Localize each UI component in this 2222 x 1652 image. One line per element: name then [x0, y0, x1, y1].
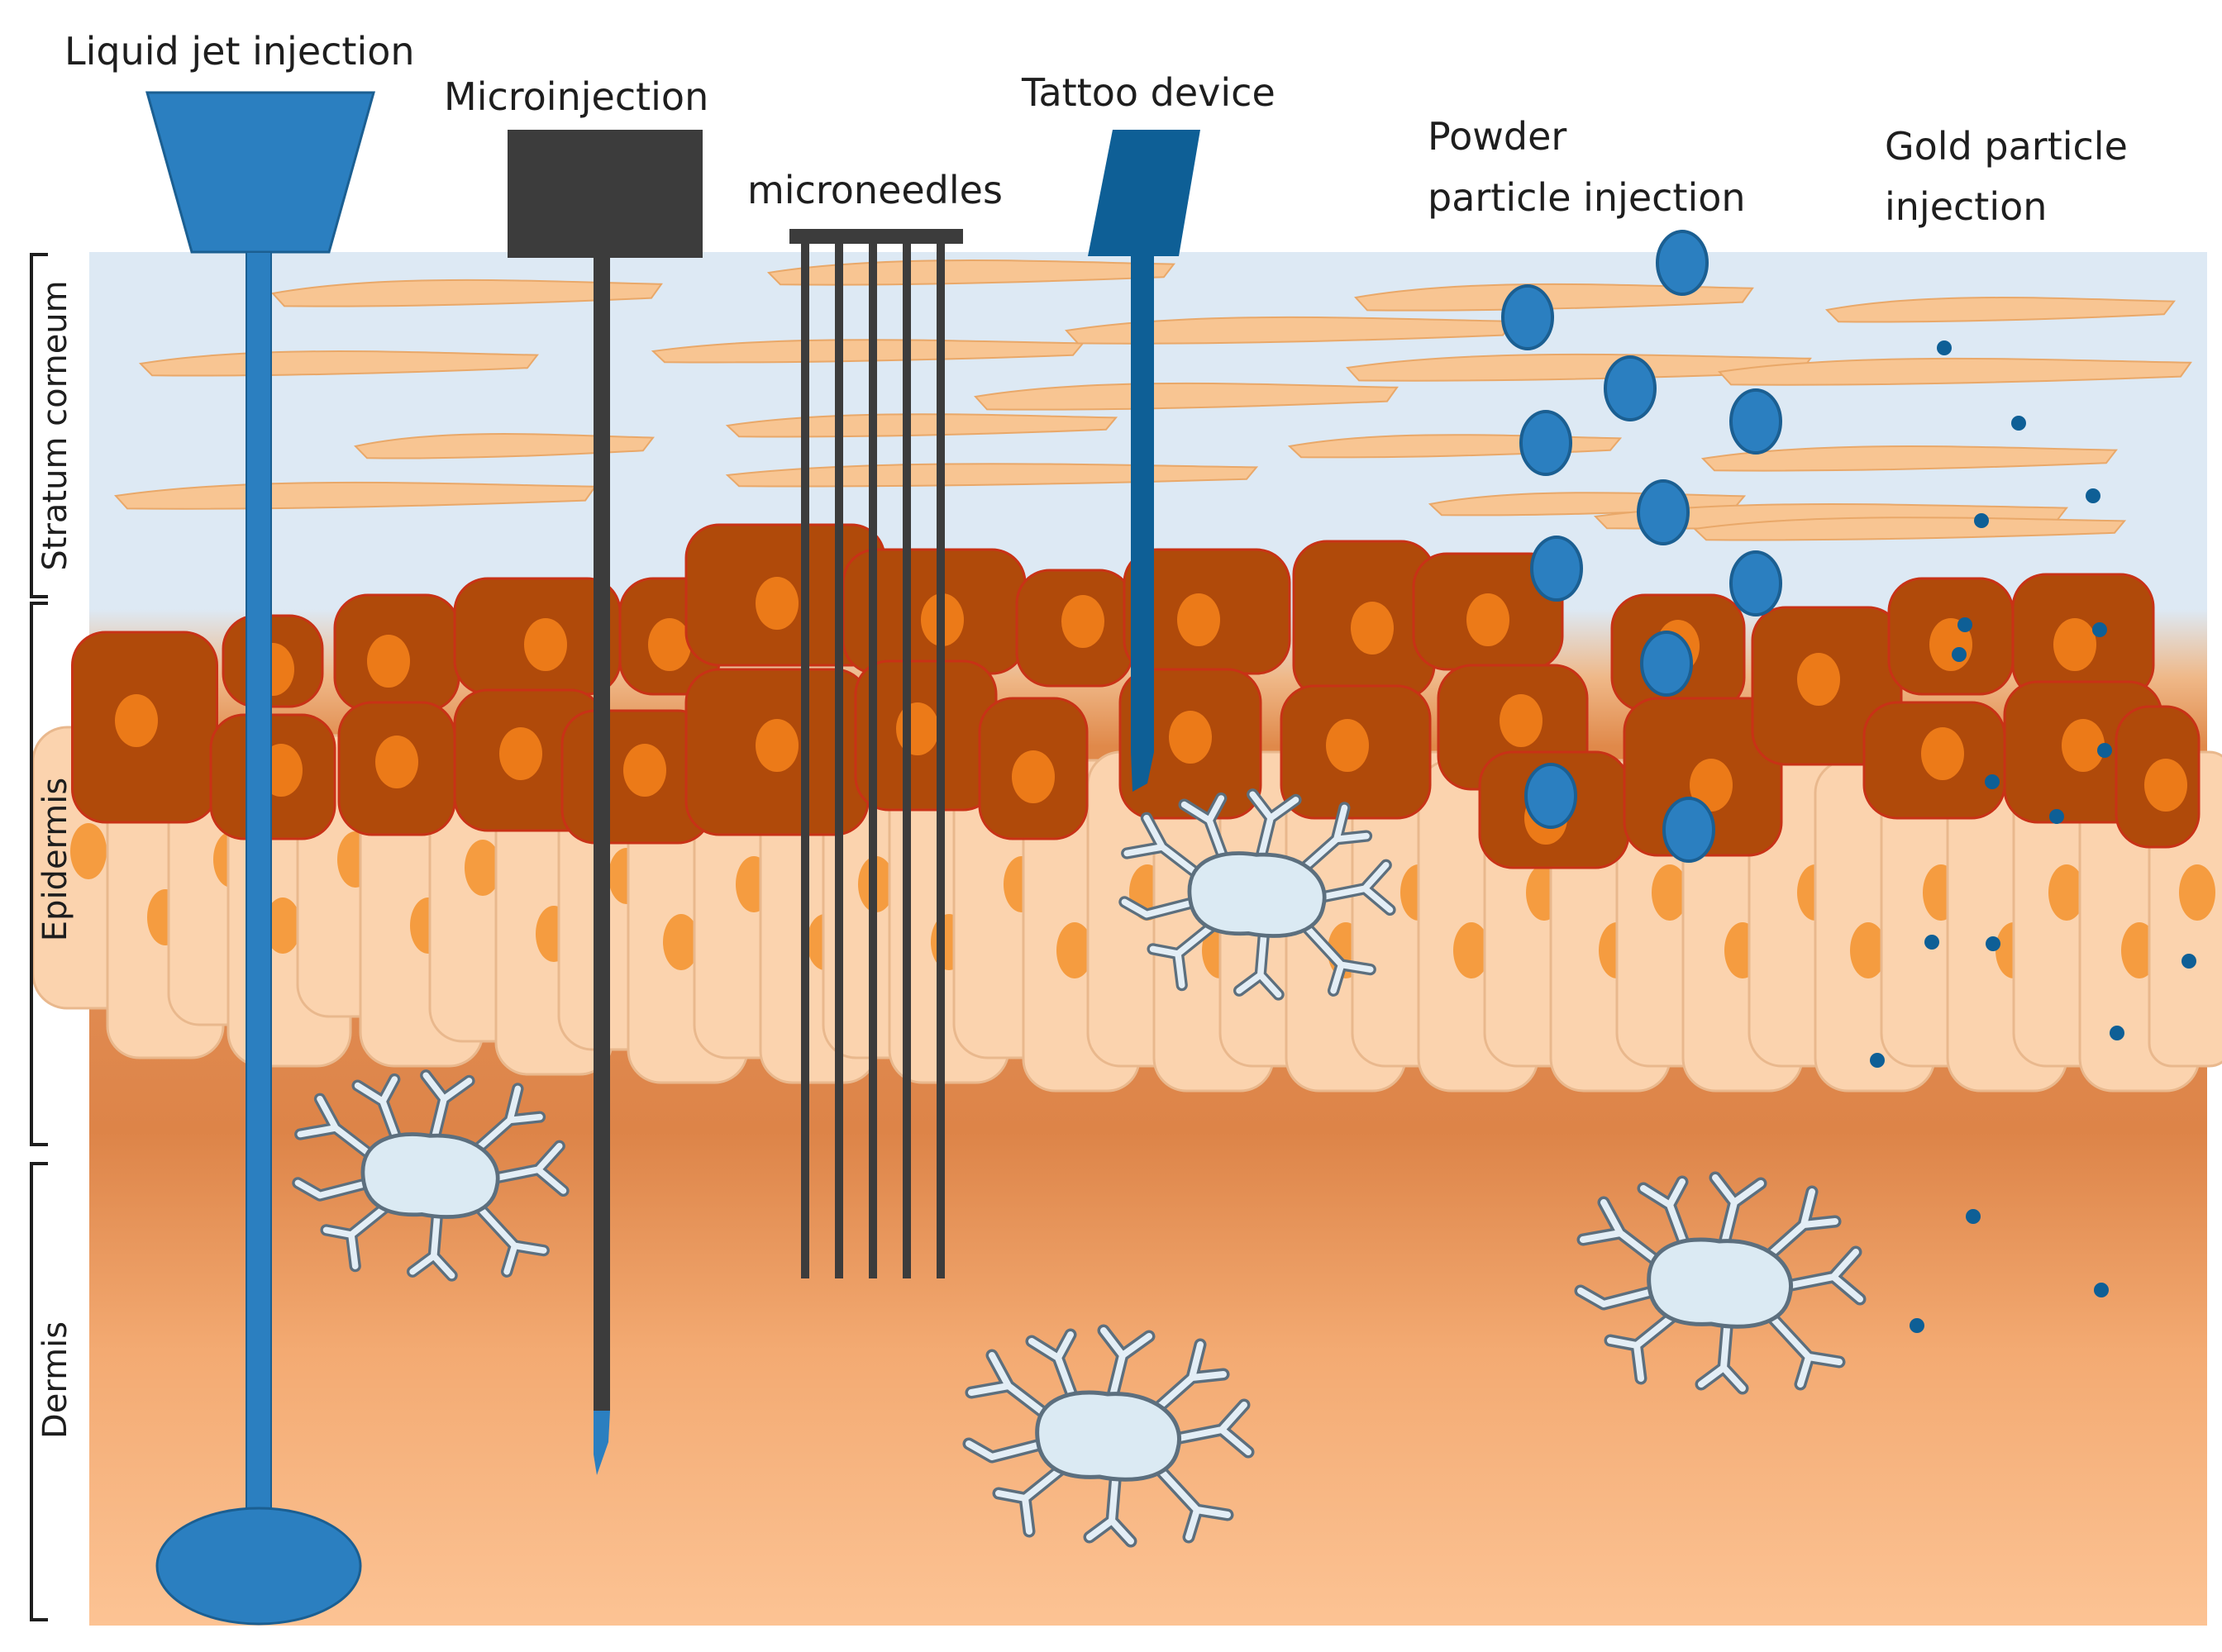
gold-particle-icon [1924, 935, 1939, 950]
gold-particle-icon [1870, 1053, 1885, 1068]
gold-particle-icon [2110, 1026, 2124, 1040]
spinous-cell-nucleus [623, 744, 666, 797]
spinous-cell-nucleus [1351, 602, 1394, 655]
spinous-cell-nucleus [367, 635, 410, 688]
powder-particle-icon [1501, 284, 1554, 350]
gold-particle-icon [1985, 774, 2000, 789]
gold-particle-icon [1952, 647, 1967, 662]
spinous-cell-nucleus [896, 702, 939, 755]
basal-cell-nucleus [265, 897, 301, 954]
powder-particles [1501, 230, 1782, 863]
basal-cell-nucleus [1652, 864, 1688, 921]
spinous-cell-nucleus [1061, 595, 1104, 648]
powder-particle-icon [1524, 763, 1577, 829]
keratin-flake [1824, 297, 2176, 323]
basal-cell-nucleus [1453, 922, 1490, 978]
powder-particle-icon [1662, 797, 1715, 863]
spinous-cell-nucleus [2053, 618, 2096, 671]
powder-particle-icon [1729, 550, 1782, 617]
label-powder-line1: Powder [1428, 114, 1566, 159]
spinous-cell-nucleus [1466, 593, 1509, 646]
spinous-cell-nucleus [499, 727, 542, 780]
label-powder-line2: particle injection [1428, 175, 1746, 220]
tattoo-needle-icon [1088, 130, 1200, 792]
label-microneedles: microneedles [747, 168, 1003, 212]
keratin-flake [1700, 445, 2119, 472]
layer-brackets [30, 253, 48, 1621]
spinous-cell-nucleus [1500, 694, 1543, 747]
layer-label-stratum-corneum: Stratum corneum [36, 280, 74, 570]
bracket-stratum-corneum [30, 253, 48, 598]
gold-particle-icon [2092, 622, 2107, 637]
keratin-flake [1717, 357, 2192, 386]
powder-particle-icon [1640, 631, 1693, 697]
label-tattoo-device: Tattoo device [1021, 70, 1276, 115]
basal-cell-nucleus [465, 840, 501, 896]
spinous-cell-nucleus [1326, 719, 1369, 772]
keratin-flake [1692, 517, 2127, 541]
liquid-jet-injector-icon [145, 91, 375, 1626]
layer-label-epidermis: Epidermis [36, 778, 74, 941]
gold-particle-icon [1966, 1209, 1981, 1224]
powder-particle-icon [1656, 230, 1709, 296]
keratin-flake [651, 339, 1085, 364]
basal-cell-nucleus [70, 823, 107, 879]
spinous-cell-nucleus [1012, 750, 1055, 803]
spinous-cell-nucleus [375, 736, 418, 788]
spinous-cell-nucleus [648, 618, 691, 671]
spinous-cell-nucleus [756, 719, 799, 772]
stratum-corneum-flakes [113, 259, 2192, 541]
gold-particle-icon [2094, 1283, 2109, 1297]
layer-label-dermis: Dermis [36, 1321, 74, 1439]
gold-particle-icon [1974, 513, 1989, 528]
gold-particle-icon [2086, 488, 2100, 503]
microinjection-needle-icon [508, 130, 703, 1475]
label-gold-line1: Gold particle [1885, 124, 2128, 169]
basal-cell-nucleus [1850, 922, 1886, 978]
basal-cell-nucleus [663, 914, 699, 970]
spinous-cell-nucleus [1177, 593, 1220, 646]
keratin-flake [354, 433, 655, 459]
gold-particle-icon [1986, 936, 2000, 951]
gold-particle-icon [2181, 954, 2196, 969]
powder-particle-icon [1519, 410, 1572, 476]
spinous-cell-nucleus [1169, 711, 1212, 764]
gold-particles [1870, 340, 2196, 1333]
spinous-cell-nucleus [1690, 759, 1733, 812]
keratin-flake [725, 463, 1259, 488]
bracket-epidermis [30, 602, 48, 1146]
spinous-cell-nucleus [2144, 759, 2187, 812]
label-liquid-jet-injection: Liquid jet injection [64, 29, 415, 74]
bracket-dermis [30, 1162, 48, 1621]
basal-cell-nucleus [2179, 864, 2215, 921]
spinous-cell-nucleus [115, 694, 158, 747]
spinous-cell-nucleus [1797, 653, 1840, 706]
spinous-cell-nucleus [1921, 727, 1964, 780]
powder-particle-icon [1729, 388, 1782, 455]
basal-cell-nucleus [2048, 864, 2085, 921]
gold-particle-icon [2097, 743, 2112, 758]
powder-particle-icon [1604, 355, 1657, 421]
gold-particle-icon [2049, 809, 2064, 824]
gold-particle-icon [2011, 416, 2026, 431]
keratin-flake [1354, 283, 1754, 312]
powder-particle-icon [1530, 536, 1583, 602]
spinous-cell-nucleus [756, 577, 799, 630]
gold-particle-icon [1957, 617, 1972, 632]
microneedle-array-icon [789, 229, 963, 1278]
keratin-flake [271, 279, 663, 307]
keratin-flake [974, 382, 1399, 411]
label-microinjection: Microinjection [444, 74, 708, 119]
gold-particle-icon [1937, 340, 1952, 355]
basal-cell-nucleus [1056, 922, 1093, 978]
spinous-cell-nucleus [524, 618, 567, 671]
spinous-cell-nucleus [2062, 719, 2105, 772]
powder-particle-icon [1637, 479, 1690, 545]
gold-particle-icon [1910, 1318, 1924, 1333]
label-gold-line2: injection [1885, 184, 2047, 229]
